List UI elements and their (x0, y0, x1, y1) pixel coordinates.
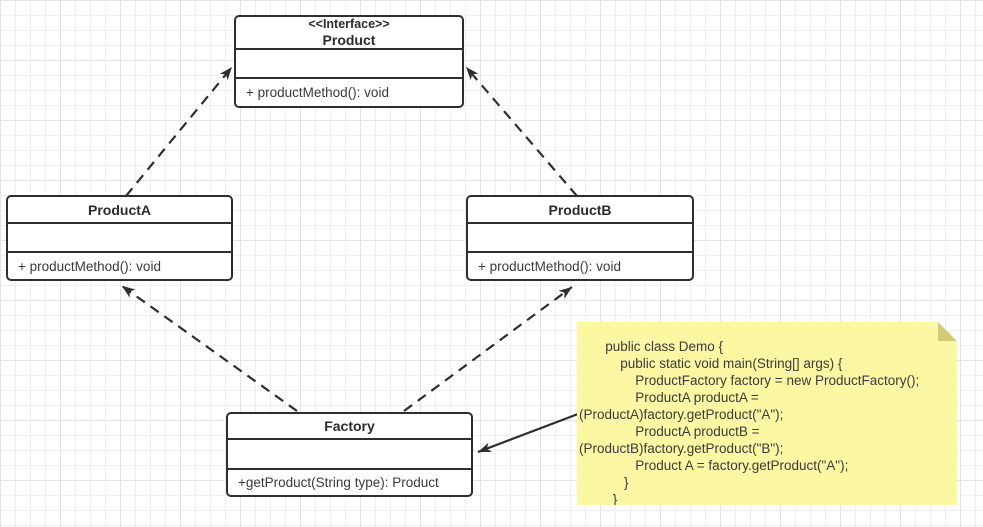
methods-compartment-product: + productMethod(): void (246, 85, 389, 100)
class-header-factory: Factory (228, 414, 471, 440)
class-header-productb: ProductB (468, 197, 692, 224)
methods-compartment-productb: + productMethod(): void (478, 258, 621, 274)
edge-producta-realizes-product[interactable] (125, 66, 233, 197)
edge-factory-creates-producta[interactable] (121, 285, 298, 412)
class-header-product: <<Interface>> Product (236, 17, 462, 50)
note-fold-corner-icon (938, 322, 957, 341)
class-name-factory: Factory (324, 418, 375, 434)
note-code-line: public class Demo { (579, 339, 724, 354)
note-code-line: ProductA productA = (579, 390, 759, 405)
attributes-compartment-product (236, 50, 462, 79)
attributes-compartment-productb (468, 224, 692, 253)
edge-productb-realizes-product[interactable] (465, 66, 578, 197)
edge-note-attached-to-factory[interactable] (477, 412, 579, 454)
class-box-product[interactable]: <<Interface>> Product + productMethod():… (234, 15, 464, 108)
class-name-producta: ProductA (88, 201, 151, 218)
sticky-note-code[interactable]: public class Demo { public static void m… (577, 322, 957, 505)
methods-compartment-producta: + productMethod(): void (18, 258, 161, 274)
note-code-line: (ProductB)factory.getProduct("B"); (579, 441, 784, 456)
stereotype-label: <<Interface>> (308, 17, 390, 31)
note-code-line: } (579, 475, 629, 490)
class-box-productb[interactable]: ProductB + productMethod(): void (466, 195, 694, 281)
attributes-compartment-producta (8, 224, 231, 253)
note-code-line: Product A = factory.getProduct("A"); (579, 458, 849, 473)
note-code-line: } (579, 492, 618, 507)
note-code-line: ProductA productB = (579, 424, 760, 439)
note-code-line: (ProductA)factory.getProduct("A"); (579, 407, 784, 422)
methods-compartment-factory: +getProduct(String type): Product (238, 475, 439, 490)
class-header-producta: ProductA (8, 197, 231, 224)
note-code-line: ProductFactory factory = new ProductFact… (579, 373, 920, 388)
note-code-line: public static void main(String[] args) { (579, 356, 843, 371)
class-name-product: Product (322, 32, 376, 48)
class-name-productb: ProductB (548, 201, 612, 218)
class-box-factory[interactable]: Factory +getProduct(String type): Produc… (226, 412, 473, 497)
edge-factory-creates-productb[interactable] (403, 286, 573, 412)
attributes-compartment-factory (228, 440, 471, 470)
class-box-producta[interactable]: ProductA + productMethod(): void (6, 195, 233, 281)
